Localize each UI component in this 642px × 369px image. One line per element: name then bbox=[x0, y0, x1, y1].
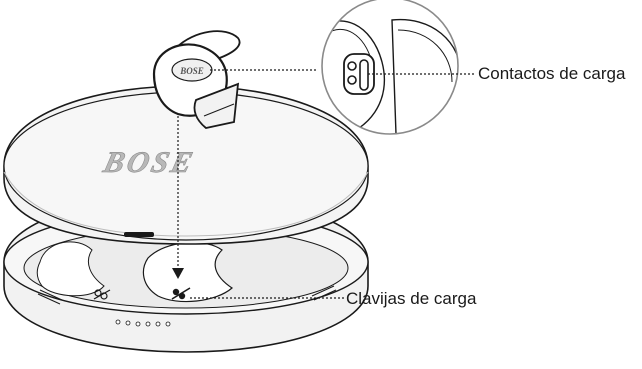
down-arrow-icon bbox=[172, 268, 184, 279]
leader-lines bbox=[177, 69, 476, 299]
charging-contacts-label: Contactos de carga bbox=[478, 64, 626, 83]
earbud: BOSE bbox=[152, 30, 241, 129]
charging-case-lid: BOSE bbox=[3, 85, 369, 245]
lid-logo: BOSE bbox=[99, 145, 199, 178]
lid-tab bbox=[124, 232, 154, 237]
left-charging-pins bbox=[93, 289, 111, 300]
battery-indicator-lights bbox=[115, 319, 171, 327]
charging-contacts bbox=[343, 53, 375, 95]
charging-pins-label: Clavijas de carga bbox=[346, 289, 477, 308]
left-earbud-bay bbox=[36, 241, 105, 297]
zoom-detail bbox=[321, 0, 459, 135]
right-charging-pins bbox=[171, 287, 191, 300]
earbud-logo: BOSE bbox=[179, 66, 204, 76]
